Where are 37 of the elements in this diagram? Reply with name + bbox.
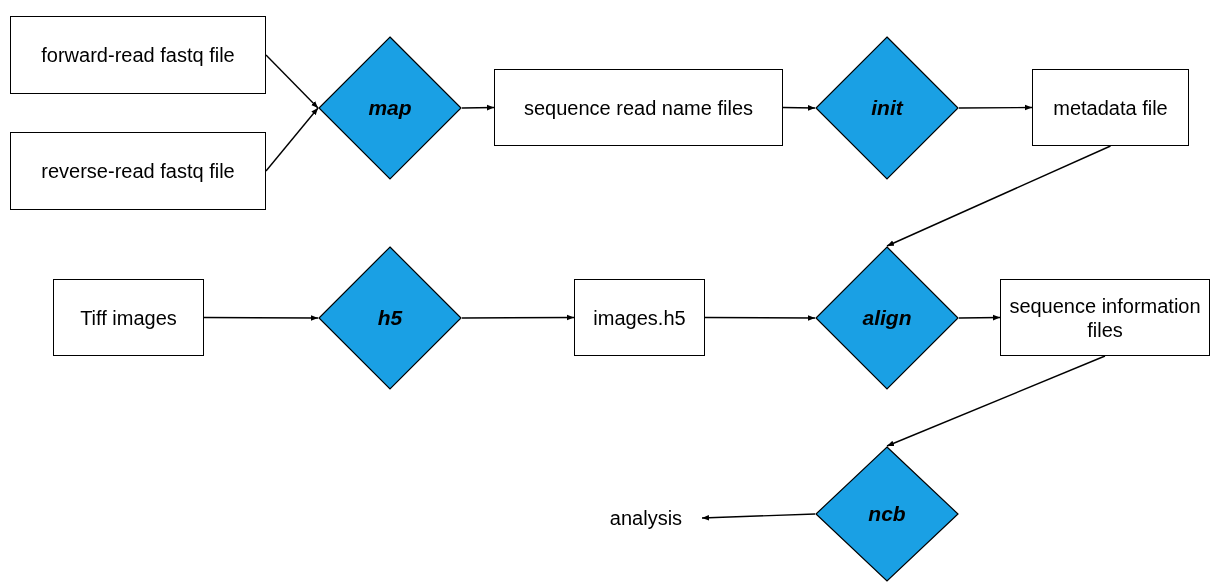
step-label: h5 [377,306,403,330]
file-box [53,279,204,356]
arrow [886,355,1106,447]
file-box [10,132,266,210]
file-box [10,16,266,94]
decision-diamond [815,36,959,180]
box-text: sequence information files [1009,293,1201,342]
box-text: reverse-read fastq file [41,159,235,183]
arrow [958,104,1033,111]
box-text: Tiff images [80,305,177,330]
output-label: analysis [596,503,696,533]
arrow [782,105,816,111]
arrow [461,314,575,321]
box-text: sequence read name files [523,95,753,120]
arrow [203,315,319,321]
file-box [574,279,705,356]
decision-diamond [318,36,462,180]
arrow [265,54,319,109]
arrow [958,314,1001,321]
arrow [461,104,495,111]
box-text: metadata file [1053,95,1168,120]
file-box [1032,69,1189,146]
decision-diamond [318,246,462,390]
box-text: images.h5 [593,305,686,330]
decision-diamond [815,446,959,582]
arrow [886,145,1112,247]
step-label: align [862,306,912,330]
arrow [265,107,319,172]
file-box [494,69,783,146]
box-text: forward-read fastq file [41,43,235,67]
arrow [701,513,816,521]
step-label: init [871,96,903,120]
step-label: map [368,96,412,120]
file-box [1000,279,1210,356]
decision-diamond [815,246,959,390]
arrow [704,315,816,321]
step-label: ncb [868,502,906,526]
